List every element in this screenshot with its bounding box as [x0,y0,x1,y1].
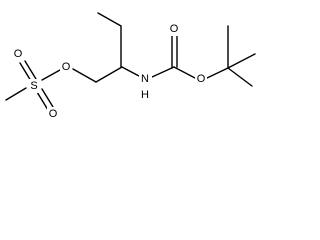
bond-s-o-bottom-b [41,88,54,108]
bond-s-o-bottom-a [36,91,49,111]
bond-carbonyl-oester [173,66,196,79]
atom-s-sulfonyl: S [30,80,37,92]
bond-oester-cq [206,67,229,79]
atom-o-carbonyl: O [170,23,179,35]
bond-chiral-n [121,66,140,77]
bond-s-o-link [41,69,61,81]
atom-o-sulfonyl-bottom: O [49,108,58,120]
bond-ethyl-ch3 [97,12,122,27]
bond-ch2-chiral [95,66,123,83]
bond-layer [5,12,256,111]
atom-label-layer: O S O O N H O O [12,22,207,121]
bond-s-o-top-a [19,62,32,82]
atom-n-amine: N [141,73,149,85]
bond-o-ch2 [72,68,97,83]
bond-s-o-top-b [24,60,37,80]
atom-o-sulfonyl-top: O [14,48,23,60]
chemical-structure: O S O O N H O O [5,12,256,121]
atom-o-carbamate: O [197,73,206,85]
bond-cq-me-down [227,67,253,87]
atom-h-amine: H [141,89,149,101]
bond-methyl-s [5,87,27,101]
bond-cq-me-right [227,53,256,69]
atom-o-link: O [62,61,71,73]
bond-n-carbonyl [151,66,175,78]
